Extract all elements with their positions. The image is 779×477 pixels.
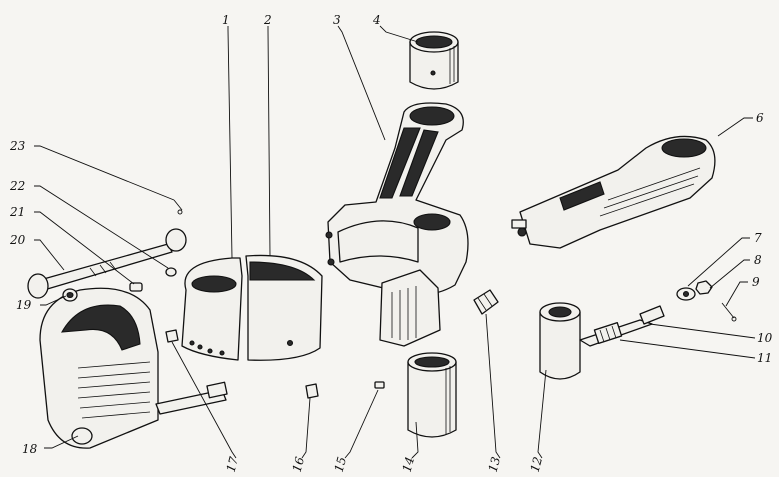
label-19: 19 — [16, 298, 32, 312]
part-18-bearing-cap — [39, 287, 228, 449]
label-15: 15 — [332, 455, 349, 473]
part-3-connecting-rod — [325, 102, 469, 347]
part-8-nut — [695, 280, 713, 295]
label-9: 9 — [752, 275, 760, 289]
label-7: 7 — [754, 231, 762, 245]
label-13: 13 — [486, 455, 504, 474]
part-4-small-bushing — [409, 31, 459, 90]
part-13-threaded-bushing — [473, 289, 499, 315]
part-2-bearing-half — [245, 254, 323, 361]
part-1-bearing-half — [181, 257, 243, 361]
part-20-bolt — [27, 228, 187, 299]
callout-labels: 1 2 3 4 6 7 8 9 10 11 12 13 14 15 16 17 … — [9, 13, 773, 474]
part-6-assembled-rod — [511, 135, 716, 249]
label-10: 10 — [757, 331, 773, 345]
label-6: 6 — [756, 111, 764, 125]
part-23-cotter-pin — [173, 199, 183, 215]
part-15-pin — [374, 381, 385, 389]
label-22: 22 — [9, 179, 25, 193]
label-4: 4 — [372, 13, 381, 27]
leader-lines — [34, 25, 756, 459]
part-16-plug — [305, 383, 319, 399]
label-2: 2 — [263, 13, 272, 27]
label-20: 20 — [9, 233, 26, 247]
part-22-nut — [165, 267, 177, 277]
label-1: 1 — [222, 13, 230, 27]
label-8: 8 — [754, 253, 762, 267]
label-12: 12 — [528, 455, 545, 473]
label-23: 23 — [9, 139, 26, 153]
part-9-cotter-pin — [721, 302, 737, 322]
part-17-dowel — [165, 329, 179, 343]
label-16: 16 — [290, 455, 308, 474]
part-19-nut — [62, 288, 78, 302]
label-11: 11 — [757, 351, 772, 365]
part-12-sleeve — [539, 302, 581, 380]
label-14: 14 — [400, 455, 417, 473]
part-21-washer — [129, 282, 143, 292]
part-7-lock-washer — [676, 287, 696, 301]
label-21: 21 — [9, 205, 25, 219]
label-3: 3 — [333, 13, 341, 27]
part-14-large-bushing — [407, 352, 457, 438]
label-18: 18 — [22, 442, 38, 456]
label-17: 17 — [224, 455, 242, 474]
